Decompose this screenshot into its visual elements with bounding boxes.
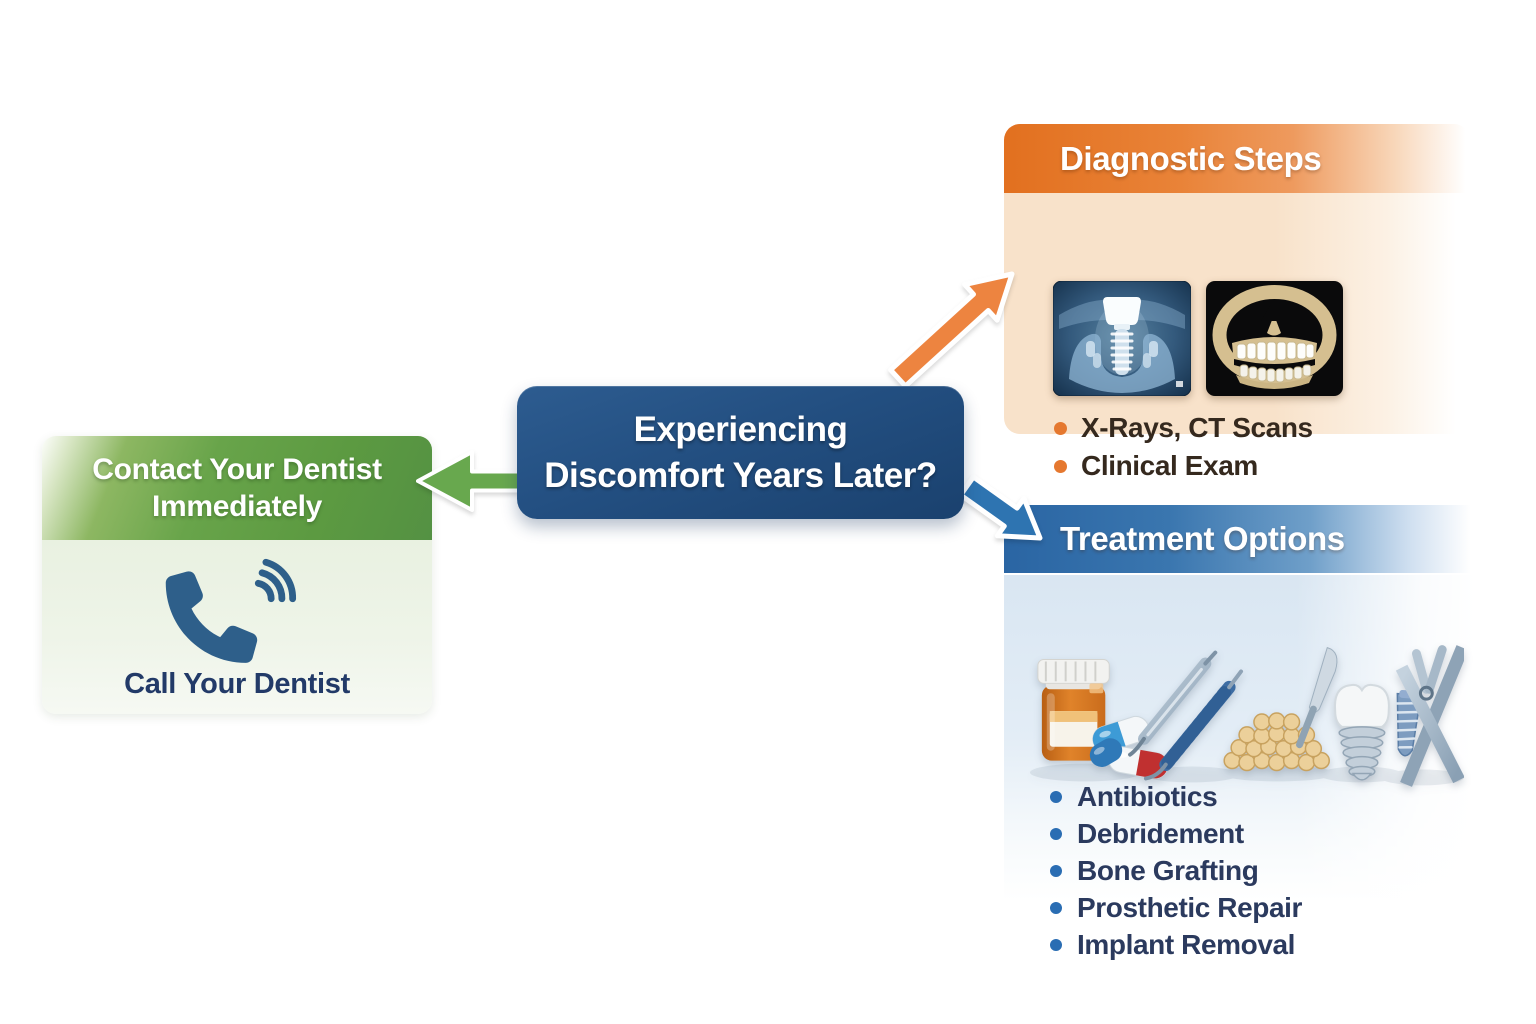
contact-caption: Call Your Dentist bbox=[124, 668, 350, 700]
pill-bottle-icon bbox=[1037, 659, 1110, 761]
treatment-bullet-list: Antibiotics Debridement Bone Grafting Pr… bbox=[1050, 778, 1302, 963]
bullet-label: Debridement bbox=[1077, 817, 1244, 849]
contact-panel-title-line1: Contact Your Dentist bbox=[92, 453, 382, 486]
diagnostic-bullet-list: X-Rays, CT Scans Clinical Exam bbox=[1054, 409, 1313, 485]
scalpel-icon bbox=[1296, 647, 1338, 749]
diagnostic-panel-title: Diagnostic Steps bbox=[1060, 140, 1322, 177]
bullet-dot-icon bbox=[1050, 938, 1062, 951]
list-item: Clinical Exam bbox=[1054, 447, 1313, 485]
diagnostic-panel-header: Diagnostic Steps bbox=[1004, 124, 1470, 193]
capsules-icon bbox=[1089, 715, 1169, 779]
decision-box: Experiencing Discomfort Years Later? bbox=[517, 386, 964, 519]
treatment-icons-illustration bbox=[1029, 645, 1464, 787]
list-item: Debridement bbox=[1050, 815, 1302, 852]
decision-box-line2: Discomfort Years Later? bbox=[544, 455, 937, 495]
diagnostic-panel-body: X-Rays, CT Scans Clinical Exam bbox=[1004, 193, 1470, 481]
list-item: Bone Grafting bbox=[1050, 852, 1302, 889]
decision-box-line1: Experiencing bbox=[633, 409, 848, 449]
list-item: X-Rays, CT Scans bbox=[1054, 409, 1313, 447]
bone-graft-granules-icon bbox=[1223, 712, 1330, 772]
contact-panel-body: Call Your Dentist bbox=[42, 540, 432, 714]
bullet-dot-icon bbox=[1050, 790, 1062, 803]
bullet-dot-icon bbox=[1054, 421, 1067, 435]
arrow-to-diagnostic-icon bbox=[888, 271, 1015, 389]
bullet-dot-icon bbox=[1054, 459, 1067, 473]
bullet-dot-icon bbox=[1050, 827, 1062, 840]
bullet-label: Implant Removal bbox=[1077, 928, 1296, 960]
treatment-panel-header: Treatment Options bbox=[1004, 505, 1475, 573]
treatment-panel-title: Treatment Options bbox=[1060, 520, 1345, 557]
list-item: Antibiotics bbox=[1050, 778, 1302, 815]
skull-jaw-xray-image bbox=[1206, 281, 1343, 396]
bullet-label: Clinical Exam bbox=[1081, 450, 1258, 481]
diagnostic-steps-panel: Diagnostic Steps bbox=[1004, 124, 1470, 481]
implant-xray-image bbox=[1053, 281, 1191, 396]
bullet-label: Antibiotics bbox=[1077, 780, 1218, 812]
list-item: Prosthetic Repair bbox=[1050, 889, 1302, 926]
bullet-dot-icon bbox=[1050, 864, 1062, 877]
scaler-tools-icon bbox=[1128, 650, 1244, 781]
phone-handset-icon bbox=[165, 558, 297, 663]
treatment-options-panel: Treatment Options bbox=[1004, 505, 1475, 960]
bullet-label: Prosthetic Repair bbox=[1077, 891, 1303, 923]
contact-panel-header: Contact Your Dentist Immediately bbox=[42, 436, 432, 540]
list-item: Implant Removal bbox=[1050, 926, 1302, 963]
bullet-dot-icon bbox=[1050, 901, 1062, 914]
tooth-implant-icon bbox=[1333, 683, 1390, 781]
bullet-label: X-Rays, CT Scans bbox=[1081, 412, 1313, 443]
contact-dentist-panel: Contact Your Dentist Immediately Call Yo… bbox=[42, 436, 432, 714]
treatment-panel-body: Antibiotics Debridement Bone Grafting Pr… bbox=[1004, 575, 1475, 960]
contact-panel-title-line2: Immediately bbox=[151, 490, 323, 523]
implant-screw-icon bbox=[1395, 690, 1422, 757]
bullet-label: Bone Grafting bbox=[1077, 854, 1259, 886]
forceps-icon bbox=[1395, 645, 1464, 787]
